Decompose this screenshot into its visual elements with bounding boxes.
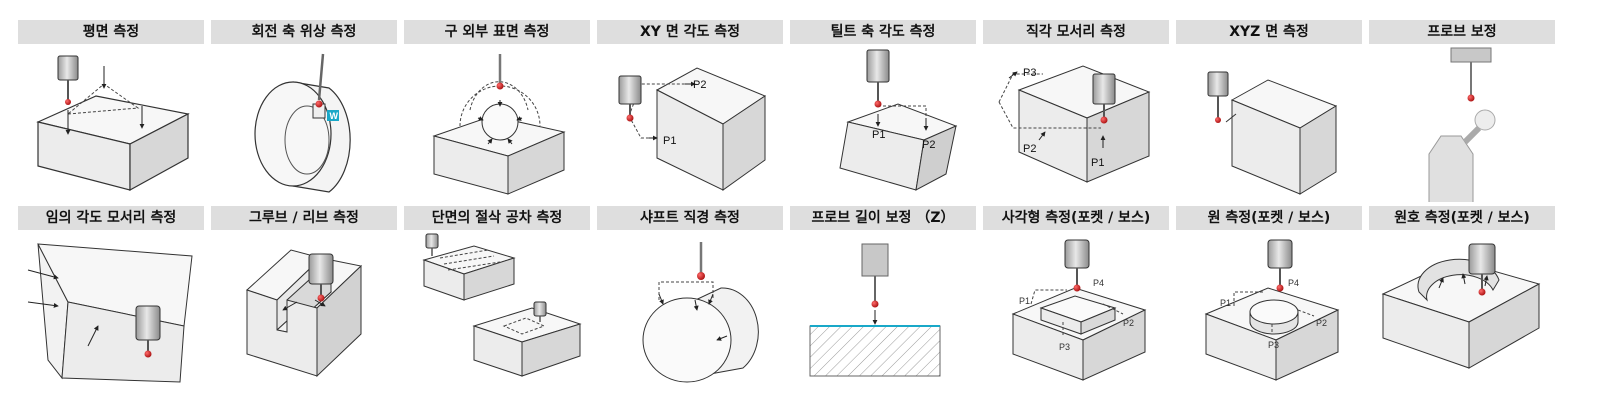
cell-title: XYZ 면 측정 bbox=[1176, 20, 1362, 44]
p2-label: P2 bbox=[693, 79, 706, 91]
row-2: 임의 각도 모서리 측정 그루브 / 리브 측정 bbox=[18, 206, 1590, 388]
measurement-grid: 평면 측정 회전 축 위상 측정 bbox=[18, 20, 1590, 388]
circle-pocket-boss-figure: P4 P1 P2 P3 bbox=[1176, 230, 1362, 388]
arc-pocket-boss-figure bbox=[1369, 230, 1555, 388]
cell-title: 프로브 길이 보정 （Z） bbox=[790, 206, 976, 230]
p1-label: P1 bbox=[1220, 298, 1231, 308]
cell-xy-face-angle: XY 면 각도 측정 P2 P1 bbox=[597, 20, 783, 202]
row-1: 평면 측정 회전 축 위상 측정 bbox=[18, 20, 1590, 202]
p1-label: P1 bbox=[872, 129, 885, 141]
cell-title: 샤프트 직경 측정 bbox=[597, 206, 783, 230]
tilt-axis-angle-figure: P1 P2 bbox=[790, 44, 976, 202]
cell-tilt-axis-angle: 틸트 축 각도 측정 P1 P2 bbox=[790, 20, 976, 202]
p2-label: P2 bbox=[1316, 318, 1327, 328]
cell-circle-pocket-boss: 원 측정(포켓 / 보스) P4 P1 P2 P3 bbox=[1176, 206, 1362, 388]
p2-label: P2 bbox=[922, 139, 935, 151]
cell-title: 그루브 / 리브 측정 bbox=[211, 206, 397, 230]
p2-label: P2 bbox=[1123, 318, 1134, 328]
p3-label: P3 bbox=[1059, 342, 1070, 352]
cell-probe-calibration: 프로브 보정 bbox=[1369, 20, 1555, 202]
cell-title: XY 면 각도 측정 bbox=[597, 20, 783, 44]
p3-label: P3 bbox=[1023, 67, 1036, 79]
cell-rotary-axis-phase: 회전 축 위상 측정 W bbox=[211, 20, 397, 202]
p4-label: P4 bbox=[1288, 278, 1299, 288]
cell-title: 임의 각도 모서리 측정 bbox=[18, 206, 204, 230]
section-cutting-tolerance-figure bbox=[404, 230, 590, 388]
plane-measurement-figure bbox=[18, 44, 204, 202]
cell-rectangle-pocket-boss: 사각형 측정(포켓 / 보스) P4 P1 P2 P3 bbox=[983, 206, 1169, 388]
cell-arc-pocket-boss: 원호 측정(포켓 / 보스) bbox=[1369, 206, 1555, 388]
cell-title: 구 외부 표면 측정 bbox=[404, 20, 590, 44]
probe-calibration-figure bbox=[1369, 44, 1555, 202]
cell-sphere-surface: 구 외부 표면 측정 bbox=[404, 20, 590, 202]
cell-title: 사각형 측정(포켓 / 보스) bbox=[983, 206, 1169, 230]
groove-rib-figure bbox=[211, 230, 397, 388]
arbitrary-angle-corner-figure bbox=[18, 230, 204, 388]
w-marker: W bbox=[330, 111, 339, 121]
xyz-face-figure bbox=[1176, 44, 1362, 202]
p2-label: P2 bbox=[1023, 143, 1036, 155]
p1-label: P1 bbox=[1019, 296, 1030, 306]
shaft-diameter-figure bbox=[597, 230, 783, 388]
cell-title: 원 측정(포켓 / 보스) bbox=[1176, 206, 1362, 230]
cell-arbitrary-angle-corner: 임의 각도 모서리 측정 bbox=[18, 206, 204, 388]
cell-probe-length-calibration: 프로브 길이 보정 （Z） bbox=[790, 206, 976, 388]
cell-title: 회전 축 위상 측정 bbox=[211, 20, 397, 44]
cell-title: 평면 측정 bbox=[18, 20, 204, 44]
right-angle-corner-figure: P3 P2 P1 bbox=[983, 44, 1169, 202]
cell-section-cutting-tolerance: 단면의 절삭 공차 측정 bbox=[404, 206, 590, 388]
cell-groove-rib: 그루브 / 리브 측정 bbox=[211, 206, 397, 388]
p1-label: P1 bbox=[1091, 157, 1104, 169]
cell-title: 원호 측정(포켓 / 보스) bbox=[1369, 206, 1555, 230]
cell-shaft-diameter: 샤프트 직경 측정 bbox=[597, 206, 783, 388]
cell-title: 프로브 보정 bbox=[1369, 20, 1555, 44]
rectangle-pocket-boss-figure: P4 P1 P2 P3 bbox=[983, 230, 1169, 388]
sphere-surface-figure bbox=[404, 44, 590, 202]
cell-title: 틸트 축 각도 측정 bbox=[790, 20, 976, 44]
probe-length-calibration-figure bbox=[790, 230, 976, 388]
p4-label: P4 bbox=[1093, 278, 1104, 288]
cell-xyz-face: XYZ 면 측정 bbox=[1176, 20, 1362, 202]
cell-plane-measurement: 평면 측정 bbox=[18, 20, 204, 202]
cell-title: 단면의 절삭 공차 측정 bbox=[404, 206, 590, 230]
p1-label: P1 bbox=[663, 135, 676, 147]
cell-title: 직각 모서리 측정 bbox=[983, 20, 1169, 44]
rotary-axis-phase-figure: W bbox=[211, 44, 397, 202]
p3-label: P3 bbox=[1268, 340, 1279, 350]
xy-face-angle-figure: P2 P1 bbox=[597, 44, 783, 202]
cell-right-angle-corner: 직각 모서리 측정 P3 P2 P1 bbox=[983, 20, 1169, 202]
